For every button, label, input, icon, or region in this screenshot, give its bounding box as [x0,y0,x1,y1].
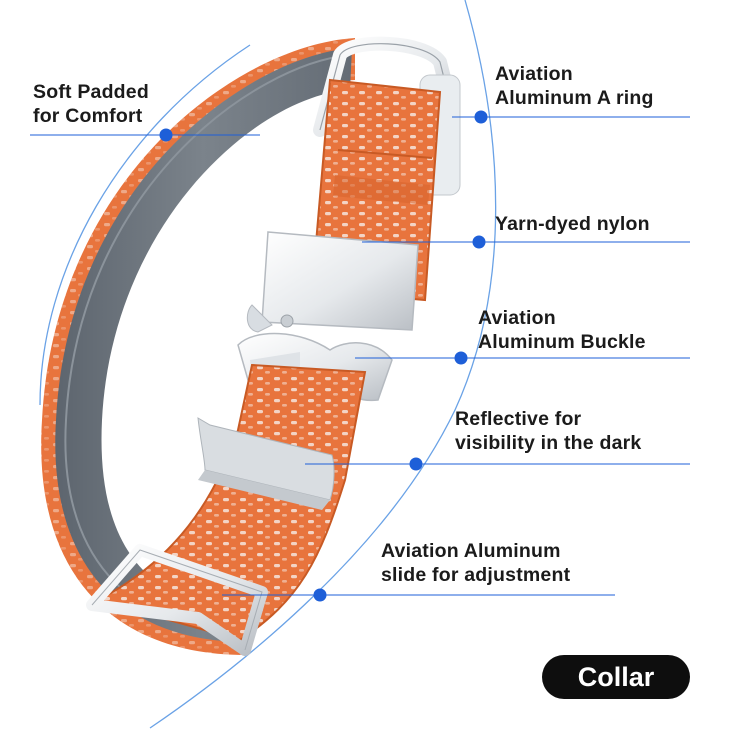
callout-dot-buckle [454,351,468,365]
callout-label-a-ring: Aviation Aluminum A ring [495,63,654,109]
callout-dots [159,110,488,602]
decorative-arcs [39,0,497,729]
keeper-loop [197,417,335,510]
callout-dot-nylon [472,235,486,249]
callout-label-slide: Aviation Aluminum slide for adjustment [381,540,571,586]
callout-dot-padding [159,128,173,142]
callout-label-buckle: Aviation Aluminum Buckle [478,307,646,353]
collar-lower-strap [95,363,367,642]
callout-dot-a-ring [474,110,488,124]
callout-lines [30,116,690,596]
callout-label-reflective: Reflective for visibility in the dark [455,408,642,454]
callout-dot-reflective [409,457,423,471]
collar-badge: Collar [542,655,690,699]
callout-label-padding: Soft Padded for Comfort [33,81,149,127]
callout-label-nylon: Yarn-dyed nylon [495,213,650,235]
slide-hardware [86,544,268,656]
callout-dot-slide [313,588,327,602]
